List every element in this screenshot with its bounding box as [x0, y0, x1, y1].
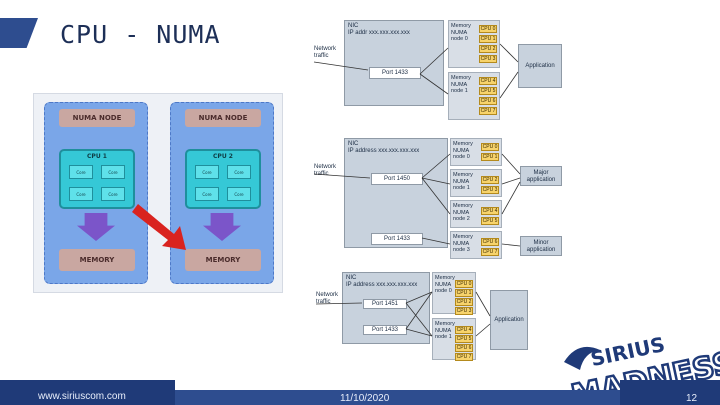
cpu-tag: CPU 7 — [481, 248, 499, 256]
port-box: Port 1433 — [369, 67, 421, 79]
cpu-tag: CPU 0 — [479, 25, 497, 33]
core: Core — [101, 165, 125, 179]
cpu-tag: CPU 1 — [481, 153, 499, 161]
cpu-box: CPU 2 Core Core Core Core — [185, 149, 261, 209]
memory-box: MEMORY — [59, 249, 135, 271]
cpu-tag: CPU 6 — [481, 238, 499, 246]
core: Core — [69, 187, 93, 201]
cpu-tag: CPU 5 — [455, 335, 473, 343]
port-box: Port 1433 — [371, 233, 423, 245]
connector-lines — [313, 153, 521, 247]
footer-bar — [0, 380, 720, 405]
title-accent-stripe — [0, 18, 38, 48]
cpu-label: CPU 1 — [87, 153, 107, 160]
core: Core — [195, 165, 219, 179]
numa-node-label: NUMA NODE — [185, 109, 261, 127]
core: Core — [69, 165, 93, 179]
connector-lines — [315, 291, 491, 337]
cpu-label: CPU 2 — [213, 153, 233, 160]
memory-box: MEMORY — [185, 249, 261, 271]
cpu-tag: CPU 2 — [479, 45, 497, 53]
cpu-tag: CPU 7 — [479, 107, 497, 115]
numa-node-1: NUMA NODE CPU 1 Core Core Core Core MEMO… — [44, 102, 148, 284]
cpu-tag: CPU 4 — [455, 326, 473, 334]
numa-node-picture: NUMA NODE CPU 1 Core Core Core Core MEMO… — [33, 93, 283, 293]
cpu-tag: CPU 5 — [481, 217, 499, 225]
cpu-tag: CPU 5 — [479, 87, 497, 95]
cpu-tag: CPU 3 — [479, 55, 497, 63]
core: Core — [195, 187, 219, 201]
cpu-tag: CPU 6 — [479, 97, 497, 105]
slide-title: CPU - NUMA — [60, 20, 221, 49]
core: Core — [101, 187, 125, 201]
cpu-tag: CPU 6 — [455, 344, 473, 352]
cpu-box: CPU 1 Core Core Core Core — [59, 149, 135, 209]
cpu-tag: CPU 4 — [481, 207, 499, 215]
cpu-tag: CPU 7 — [455, 353, 473, 361]
cpu-tag: CPU 2 — [455, 298, 473, 306]
page-number: 12 — [686, 393, 698, 404]
cpu-tag: CPU 0 — [481, 143, 499, 151]
cpu-tag: CPU 0 — [455, 280, 473, 288]
cpu-tag: CPU 3 — [455, 307, 473, 315]
cpu-tag: CPU 4 — [479, 77, 497, 85]
footer-date: 11/10/2020 — [340, 393, 390, 404]
cross-node-arrow-icon — [132, 204, 186, 250]
cpu-tag: CPU 1 — [455, 289, 473, 297]
numa-node-label: NUMA NODE — [59, 109, 135, 127]
port-box: Port 1433 — [363, 325, 407, 335]
core: Core — [227, 165, 251, 179]
cpu-tag: CPU 1 — [479, 35, 497, 43]
application-box: Application — [518, 44, 562, 88]
connector-lines — [313, 43, 519, 99]
core: Core — [227, 187, 251, 201]
application-box: Application — [490, 290, 528, 350]
cpu-tag: CPU 3 — [481, 186, 499, 194]
port-box: Port 1450 — [371, 173, 423, 185]
footer-website[interactable]: www.siriuscom.com — [38, 391, 126, 402]
cpu-tag: CPU 2 — [481, 176, 499, 184]
numa-node-2: NUMA NODE CPU 2 Core Core Core Core MEMO… — [170, 102, 274, 284]
title-band — [0, 14, 300, 60]
